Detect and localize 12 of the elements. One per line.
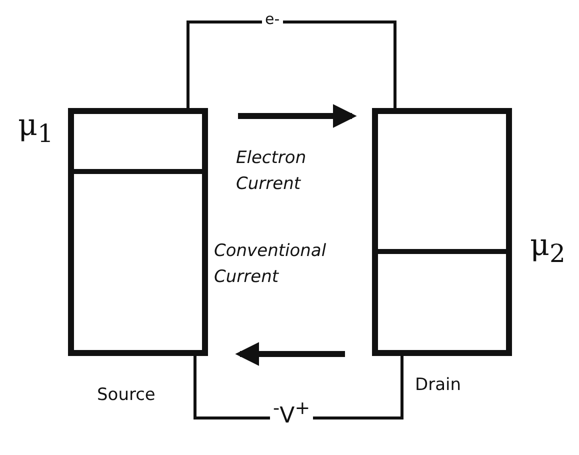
terminal-label: Source [97,385,156,405]
current-arrow [238,104,357,128]
edge-label: Conventional Current [214,240,328,290]
wire [194,356,404,420]
potential-label: μ$_{1}$ [18,108,54,148]
current-arrow [235,342,345,366]
potential-label: μ$_{2}$ [530,228,566,268]
wire [186,20,396,108]
terminal-label: Drain [415,375,461,395]
reservoir-box [372,108,512,356]
edge-label: Electron Current [236,147,308,196]
reservoir-box [68,108,208,356]
